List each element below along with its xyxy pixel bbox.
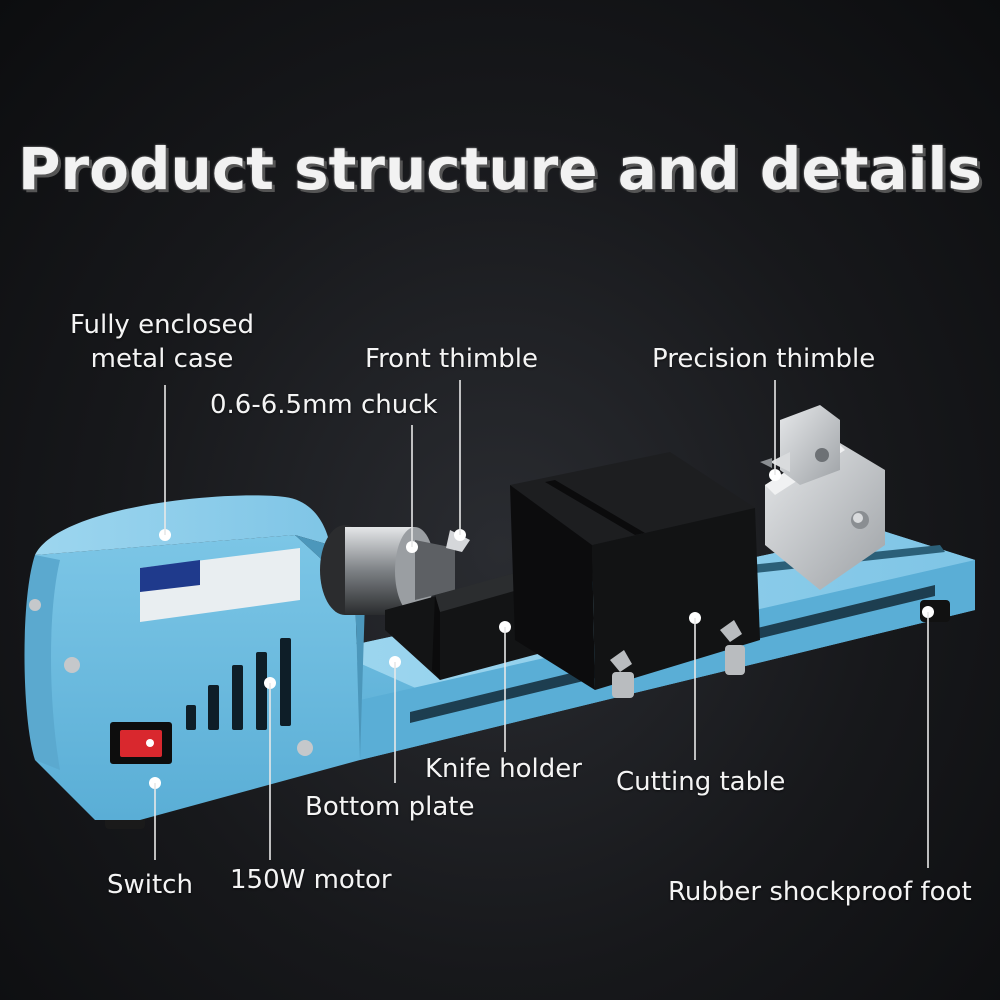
label-knife-holder: Knife holder (425, 754, 582, 784)
label-switch: Switch (107, 870, 193, 900)
precision-thimble (760, 405, 885, 590)
label-motor: 150W motor (230, 865, 392, 895)
callout-lines (154, 380, 929, 868)
chuck (320, 525, 470, 615)
label-rubber-foot: Rubber shockproof foot (668, 877, 972, 907)
label-bottom-plate: Bottom plate (305, 792, 475, 822)
label-precision-thimble: Precision thimble (652, 344, 876, 374)
label-chuck: 0.6-6.5mm chuck (210, 390, 438, 420)
label-front-thimble: Front thimble (365, 344, 538, 374)
page-title: Product structure and details (18, 135, 982, 203)
label-metal-case: Fully enclosed metal case (42, 308, 282, 376)
metal-case (24, 495, 365, 820)
cutting-table (510, 452, 760, 698)
switch (110, 722, 172, 764)
label-metal-case-line1: Fully enclosed (69, 310, 255, 340)
label-metal-case-line2: metal case (90, 344, 234, 374)
label-cutting-table: Cutting table (616, 767, 786, 797)
